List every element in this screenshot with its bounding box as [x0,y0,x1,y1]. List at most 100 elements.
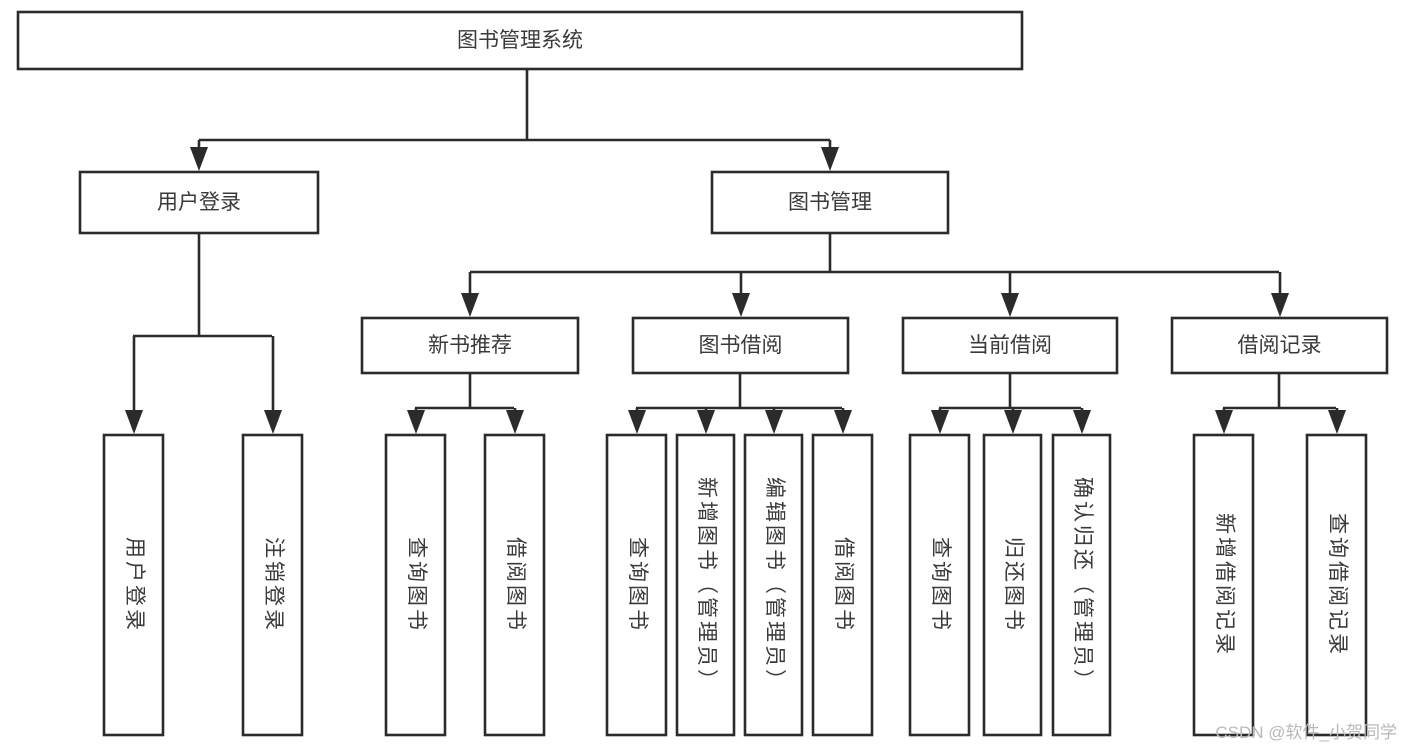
edge-borrow-record-to-leaf-add-record [1215,408,1233,434]
node-label: 用户登录 [123,537,146,633]
node-borrow-record[interactable]: 借阅记录 [1170,316,1389,375]
node-label: 图书管理系统 [457,29,583,52]
edge-borrow-record-to-leaf-query-record [1328,408,1346,434]
edge-book-manage-to-current-borrow [1001,272,1019,317]
node-box[interactable] [241,433,304,737]
edge-book-manage-to-new-book-recommend [461,272,479,317]
node-box[interactable] [483,433,546,737]
arrow-head-icon [1328,410,1346,434]
connector-group-bus-user-login [133,233,272,338]
node-leaf-return-book[interactable]: 归还图书 [982,433,1043,737]
node-book-manage[interactable]: 图书管理 [710,170,950,235]
node-new-book-recommend[interactable]: 新书推荐 [360,316,580,375]
node-book-borrow[interactable]: 图书借阅 [631,316,850,375]
node-label: 借阅图书 [832,537,855,633]
node-label: 查询图书 [626,537,649,633]
node-box[interactable] [102,433,165,737]
edge-user-login-to-leaf-user-login [125,336,143,434]
edge-root-to-user-login [190,140,208,171]
node-user-login[interactable]: 用户登录 [78,170,320,235]
node-box[interactable] [811,433,874,737]
node-label: 归还图书 [1002,537,1025,633]
node-box[interactable] [908,433,971,737]
edge-new-book-recommend-to-leaf-borrow-book-1 [506,408,524,434]
arrow-head-icon [125,410,143,434]
node-current-borrow[interactable]: 当前借阅 [901,316,1119,375]
node-box[interactable] [1192,433,1255,737]
node-box[interactable] [605,433,668,737]
node-label: 图书借阅 [699,334,783,357]
edge-current-borrow-to-leaf-confirm-return [1073,408,1091,434]
node-label: 新增借阅记录 [1213,513,1236,657]
edge-book-manage-to-book-borrow [732,272,750,317]
node-leaf-query-book-1[interactable]: 查询图书 [384,433,447,737]
node-leaf-borrow-book-2[interactable]: 借阅图书 [811,433,874,737]
arrow-head-icon [1004,410,1022,434]
node-label: 查询图书 [405,537,428,633]
arrow-head-icon [1001,293,1019,317]
node-box[interactable] [384,433,447,737]
edge-user-login-to-leaf-logout [264,336,282,434]
connector-group-bus-book-manage [470,233,1279,274]
node-box[interactable] [710,170,950,235]
connector-group-bus-current-borrow [939,373,1081,410]
node-box[interactable] [675,433,736,737]
node-box[interactable] [901,316,1119,375]
node-leaf-query-book-3[interactable]: 查询图书 [908,433,971,737]
node-label: 用户登录 [157,191,241,214]
edge-root-to-book-manage [821,140,839,171]
node-box[interactable] [78,170,320,235]
edge-book-borrow-to-leaf-query-book-2 [628,408,646,434]
arrow-head-icon [732,293,750,317]
node-box[interactable] [1170,316,1389,375]
arrow-head-icon [461,293,479,317]
csdn-watermark: CSDN @软件_小贺同学 [1215,723,1397,742]
connector-group-bus-new-book [415,373,514,410]
arrow-head-icon [765,410,783,434]
node-label: 查询图书 [929,537,952,633]
node-label: 新书推荐 [428,334,512,357]
node-leaf-query-record[interactable]: 查询借阅记录 [1305,433,1368,737]
edge-book-manage-to-borrow-record [1271,272,1289,317]
node-leaf-add-book[interactable]: 新增图书（管理员） [675,433,736,737]
arrow-head-icon [190,147,208,171]
node-leaf-edit-book[interactable]: 编辑图书（管理员） [743,433,804,737]
node-box[interactable] [1051,433,1112,737]
node-label: 借阅记录 [1238,334,1322,357]
node-leaf-confirm-return[interactable]: 确认归还（管理员） [1051,433,1112,737]
edge-book-borrow-to-leaf-borrow-book-2 [834,408,852,434]
arrow-head-icon [1271,293,1289,317]
node-box[interactable] [743,433,804,737]
arrow-head-icon [1073,410,1091,434]
node-label: 图书管理 [788,191,872,214]
arrow-head-icon [264,410,282,434]
node-label: 新增图书（管理员） [695,477,718,693]
connector-group-bus-book-borrow [636,373,842,410]
node-box[interactable] [1305,433,1368,737]
node-box[interactable] [16,10,1024,71]
node-leaf-user-login[interactable]: 用户登录 [102,433,165,737]
arrow-head-icon [407,410,425,434]
node-leaf-borrow-book-1[interactable]: 借阅图书 [483,433,546,737]
arrow-head-icon [628,410,646,434]
edge-new-book-recommend-to-leaf-query-book-1 [407,408,425,434]
node-leaf-logout[interactable]: 注销登录 [241,433,304,737]
node-box[interactable] [982,433,1043,737]
node-label: 当前借阅 [968,334,1052,357]
node-label: 借阅图书 [504,537,527,633]
node-box[interactable] [631,316,850,375]
edge-current-borrow-to-leaf-query-book-3 [931,408,949,434]
node-label: 编辑图书（管理员） [763,477,786,693]
arrow-head-icon [834,410,852,434]
connector-group-bus-borrow-record [1223,373,1336,410]
node-layer: 图书管理系统用户登录图书管理新书推荐图书借阅当前借阅借阅记录用户登录注销登录查询… [16,10,1389,737]
node-leaf-query-book-2[interactable]: 查询图书 [605,433,668,737]
node-box[interactable] [360,316,580,375]
connector-group-bus-root [199,69,830,142]
arrow-head-icon [931,410,949,434]
edge-book-borrow-to-leaf-edit-book [765,408,783,434]
node-root[interactable]: 图书管理系统 [16,10,1024,71]
node-leaf-add-record[interactable]: 新增借阅记录 [1192,433,1255,737]
